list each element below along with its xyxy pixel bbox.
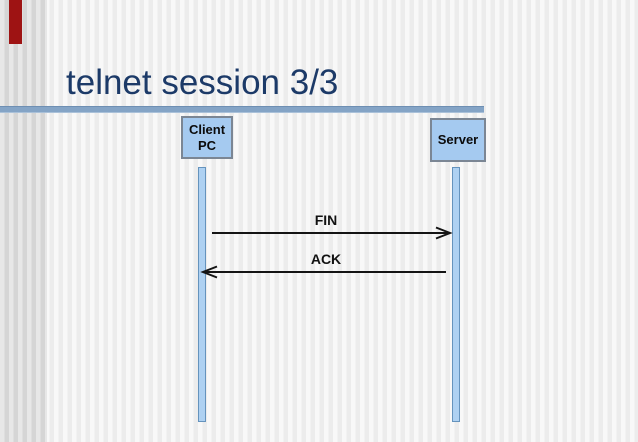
actor-box-server: Server: [430, 118, 486, 162]
slide-title: telnet session 3/3: [66, 63, 339, 102]
slide-accent-red-bar: [9, 0, 22, 44]
lifeline-server: [452, 167, 460, 422]
message-label-ack: ACK: [310, 251, 342, 267]
fin-arrowhead-right-icon: [435, 226, 453, 240]
left-stripe-band: [0, 0, 47, 442]
actor-label-server: Server: [437, 132, 479, 148]
actor-label-client-line1: Client: [188, 121, 226, 137]
title-underline: [0, 106, 484, 113]
actor-box-client-pc: Client PC: [181, 116, 233, 159]
message-arrow-ack: [200, 265, 446, 279]
actor-label-client-line2: PC: [197, 137, 217, 153]
message-arrow-fin: [212, 226, 453, 240]
lifeline-client: [198, 167, 206, 422]
message-label-fin: FIN: [314, 212, 338, 228]
